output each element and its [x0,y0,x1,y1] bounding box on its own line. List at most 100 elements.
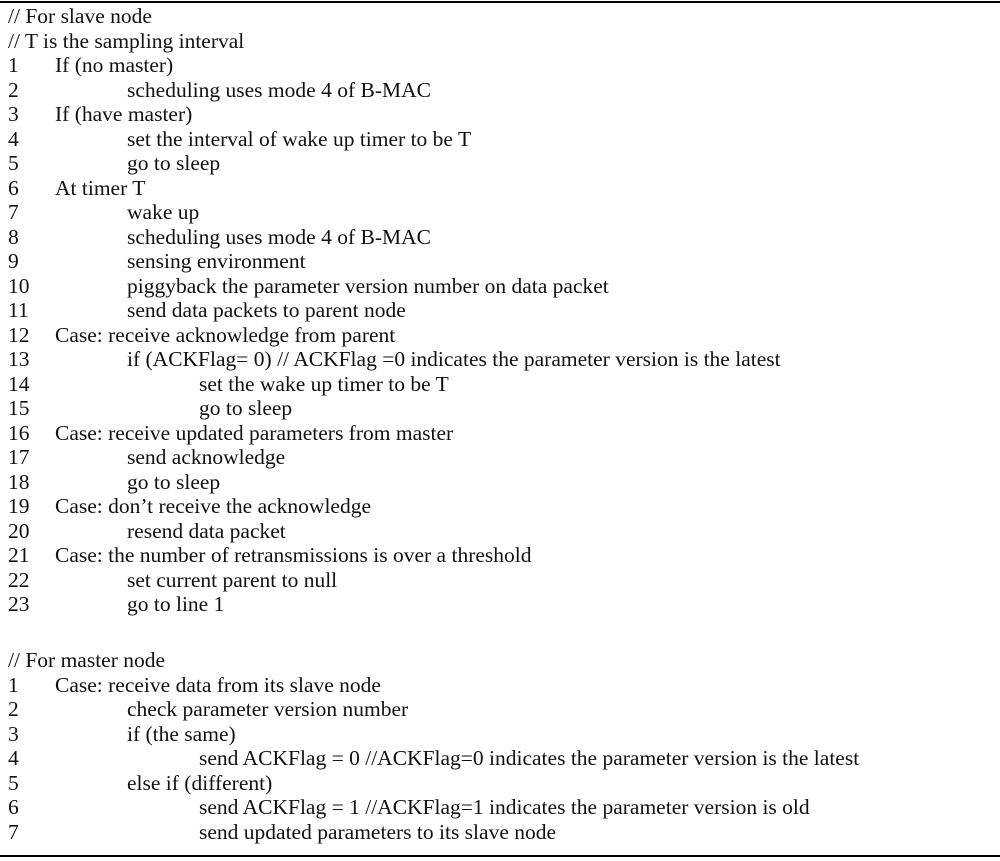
code-line: 2 scheduling uses mode 4 of B-MAC [0,78,1000,103]
comment-text: // For slave node [8,4,152,28]
code-line: 9 sensing environment [0,249,1000,274]
line-text: send ACKFlag = 1 //ACKFlag=1 indicates t… [199,795,810,819]
line-number: 3 [8,721,19,746]
comment-text: // For master node [8,648,166,672]
line-text: If (no master) [55,53,174,77]
comment-line: // For master node [0,648,1000,673]
code-line: 3 If (have master) [0,102,1000,127]
line-text: set current parent to null [127,567,338,592]
comment-line: // T is the sampling interval [0,29,1000,54]
line-number: 1 [8,53,19,77]
code-line: 11 send data packets to parent node [0,298,1000,323]
line-text: if (the same) [127,721,236,746]
line-number: 8 [8,224,19,249]
line-number: 15 [8,396,30,420]
line-number: 17 [8,445,30,469]
line-text: scheduling uses mode 4 of B-MAC [127,77,431,102]
code-line: 21 Case: the number of retransmissions is… [0,543,1000,568]
code-line: 6 At timer T [0,176,1000,201]
line-text: send data packets to parent node [127,298,406,322]
line-text: send ACKFlag = 0 //ACKFlag=0 indicates t… [199,746,860,770]
line-number: 5 [8,151,19,175]
line-text: go to line 1 [127,592,225,616]
code-line: 13 if (ACKFlag= 0) // ACKFlag =0 indicate… [0,347,1000,372]
code-line: 1 If (no master) [0,53,1000,78]
line-number: 3 [8,102,19,126]
code-line: 15 go to sleep [0,396,1000,421]
line-text: set the interval of wake up timer to be … [127,126,472,151]
line-number: 6 [8,175,19,200]
line-text: set the wake up timer to be T [199,371,449,396]
line-number: 22 [8,567,30,592]
line-text: At timer T [55,175,146,200]
code-line: 2 check parameter version number [0,697,1000,722]
comment-text: // T is the sampling interval [8,28,245,53]
line-text: go to sleep [199,396,293,420]
comment-line: // For slave node [0,4,1000,29]
line-number: 2 [8,697,19,721]
line-text: else if (different) [127,770,273,795]
line-number: 21 [8,543,30,567]
code-line: 4 send ACKFlag = 0 //ACKFlag=0 indicates … [0,746,1000,771]
code-line: 8 scheduling uses mode 4 of B-MAC [0,225,1000,250]
line-number: 12 [8,322,30,347]
line-number: 19 [8,494,30,518]
line-text: piggyback the parameter version number o… [127,273,609,298]
code-line: 17 send acknowledge [0,445,1000,470]
line-number: 23 [8,592,30,616]
line-text: check parameter version number [127,697,409,721]
line-number: 7 [8,200,19,224]
line-number: 16 [8,420,30,445]
code-line: 19 Case: don’t receive the acknowledge [0,494,1000,519]
line-text: send updated parameters to its slave nod… [199,819,557,844]
line-number: 14 [8,371,30,396]
line-text: send acknowledge [127,445,286,469]
line-text: go to sleep [127,469,221,494]
code-line: 20 resend data packet [0,519,1000,544]
code-line: 3 if (the same) [0,722,1000,747]
code-line: 5 go to sleep [0,151,1000,176]
line-text: Case: receive data from its slave node [55,672,381,697]
line-number: 4 [8,746,19,770]
code-line: 10 piggyback the parameter version number… [0,274,1000,299]
line-text: If (have master) [55,102,193,126]
top-rule [0,1,1000,3]
line-number: 20 [8,518,30,543]
code-line: 16 Case: receive updated parameters from … [0,421,1000,446]
line-text: Case: the number of retransmissions is o… [55,543,532,567]
line-text: scheduling uses mode 4 of B-MAC [127,224,431,249]
line-text: Case: receive acknowledge from parent [55,322,396,347]
bottom-rule [0,855,1000,857]
code-line: 22 set current parent to null [0,568,1000,593]
line-number: 10 [8,273,30,298]
line-number: 18 [8,469,30,494]
line-number: 9 [8,249,19,273]
line-text: if (ACKFlag= 0) // ACKFlag =0 indicates … [127,347,781,371]
slave-node-algorithm: // For slave node// T is the sampling in… [0,4,1000,617]
line-number: 13 [8,347,30,371]
line-number: 5 [8,770,19,795]
code-line: 7 send updated parameters to its slave no… [0,820,1000,845]
code-line: 18 go to sleep [0,470,1000,495]
code-line: 23 go to line 1 [0,592,1000,617]
line-text: Case: receive updated parameters from ma… [55,420,454,445]
line-number: 11 [8,298,29,322]
line-number: 4 [8,126,19,151]
line-text: sensing environment [127,249,306,273]
code-line: 14 set the wake up timer to be T [0,372,1000,397]
code-line: 1 Case: receive data from its slave node [0,673,1000,698]
line-number: 7 [8,819,19,844]
code-line: 7 wake up [0,200,1000,225]
line-text: resend data packet [127,518,286,543]
code-line: 4 set the interval of wake up timer to be… [0,127,1000,152]
code-line: 5 else if (different) [0,771,1000,796]
line-text: wake up [127,200,200,224]
line-text: go to sleep [127,151,221,175]
line-number: 1 [8,672,19,697]
line-number: 2 [8,77,19,102]
code-line: 12 Case: receive acknowledge from parent [0,323,1000,348]
line-text: Case: don’t receive the acknowledge [55,494,372,518]
